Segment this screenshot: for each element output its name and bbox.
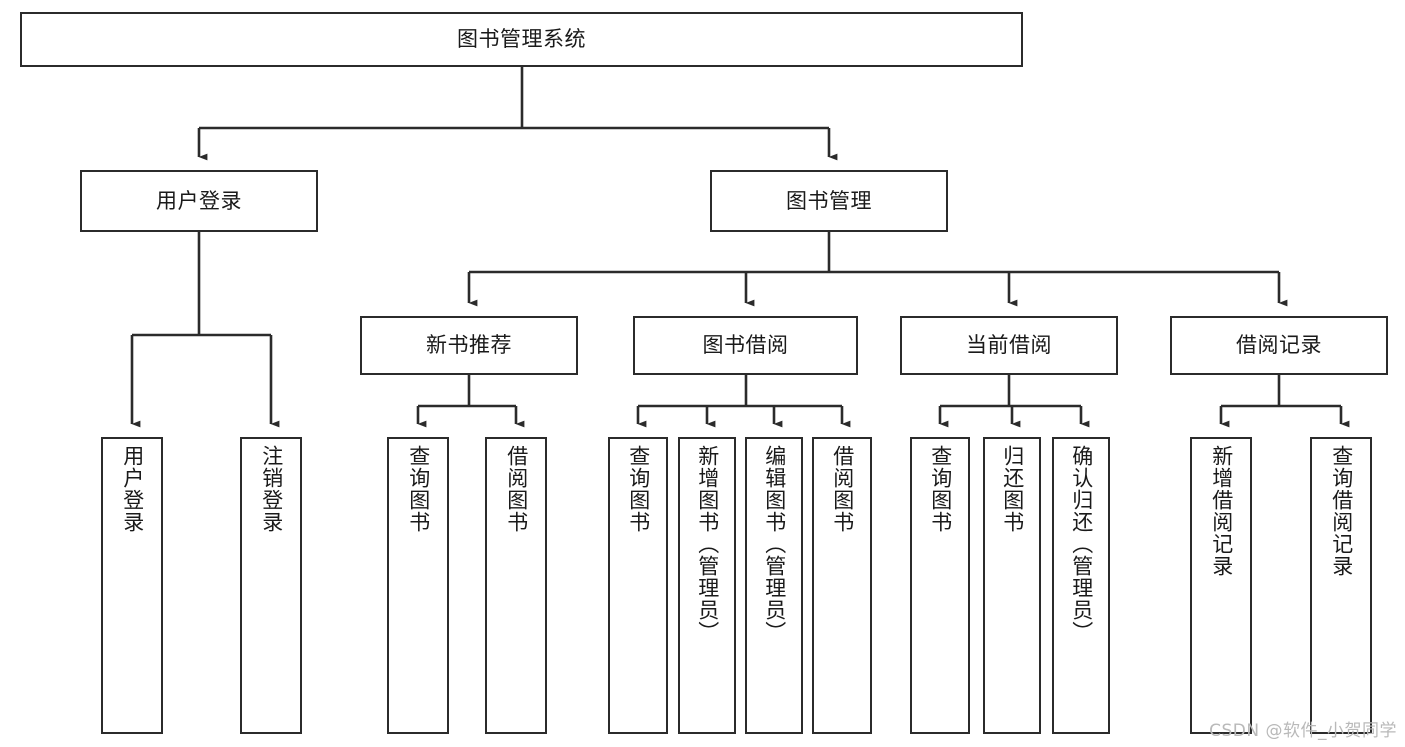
node-l-addrec[interactable]: 新增借阅记录 <box>1190 437 1252 734</box>
csdn-watermark: CSDN @软件_小贺同学 <box>1209 721 1397 741</box>
node-label: 借阅记录 <box>1236 333 1322 358</box>
node-records[interactable]: 借阅记录 <box>1170 316 1388 375</box>
node-label: 用户登录 <box>156 188 242 213</box>
node-l-b1[interactable]: 借阅图书 <box>485 437 547 734</box>
node-l-edit[interactable]: 编辑图书（管理员） <box>745 437 803 734</box>
node-l-b2[interactable]: 借阅图书 <box>812 437 872 734</box>
node-l-q1[interactable]: 查询图书 <box>387 437 449 734</box>
node-label: 借阅图书 <box>830 445 855 533</box>
node-l-add[interactable]: 新增图书（管理员） <box>678 437 736 734</box>
node-login[interactable]: 用户登录 <box>80 170 318 232</box>
node-label: 确认归还（管理员） <box>1069 445 1094 643</box>
node-current[interactable]: 当前借阅 <box>900 316 1118 375</box>
node-l-q3[interactable]: 查询图书 <box>910 437 970 734</box>
node-label: 借阅图书 <box>504 445 529 533</box>
node-l-confirm[interactable]: 确认归还（管理员） <box>1052 437 1110 734</box>
node-l-qrec[interactable]: 查询借阅记录 <box>1310 437 1372 734</box>
node-label: 编辑图书（管理员） <box>762 445 787 643</box>
node-label: 图书借阅 <box>702 333 789 358</box>
node-label: 当前借阅 <box>966 333 1052 358</box>
node-label: 注销登录 <box>259 445 284 533</box>
node-label: 归还图书 <box>1000 445 1025 533</box>
node-label: 查询图书 <box>626 445 651 533</box>
node-root[interactable]: 图书管理系统 <box>20 12 1023 67</box>
node-bookmgmt[interactable]: 图书管理 <box>710 170 948 232</box>
node-l-userlogin[interactable]: 用户登录 <box>101 437 163 734</box>
node-label: 新增借阅记录 <box>1209 445 1234 577</box>
node-newbook[interactable]: 新书推荐 <box>360 316 578 375</box>
node-label: 图书管理 <box>786 188 872 213</box>
node-l-logout[interactable]: 注销登录 <box>240 437 302 734</box>
node-label: 查询图书 <box>406 445 431 533</box>
node-label: 新书推荐 <box>426 333 512 358</box>
node-borrow[interactable]: 图书借阅 <box>633 316 858 375</box>
node-label: 查询借阅记录 <box>1329 445 1354 577</box>
node-label: 用户登录 <box>120 445 145 533</box>
node-label: 查询图书 <box>928 445 953 533</box>
node-label: 图书管理系统 <box>457 27 586 52</box>
node-l-ret[interactable]: 归还图书 <box>983 437 1041 734</box>
node-label: 新增图书（管理员） <box>695 445 720 643</box>
node-l-q2[interactable]: 查询图书 <box>608 437 668 734</box>
